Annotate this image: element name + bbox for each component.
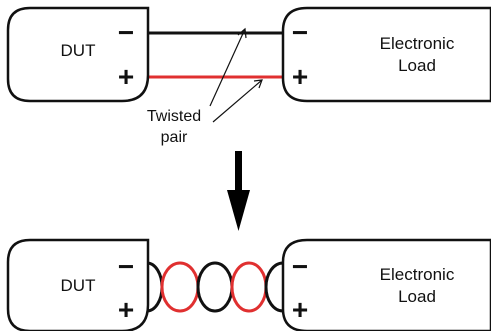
coil-loop-positive-2 [230,261,268,313]
bottom-load-plus-sign: + [292,294,308,325]
callout-label-line2: pair [161,129,188,146]
transition-arrow-head [227,190,250,231]
bottom-dut-minus-sign: − [118,251,134,282]
transition-arrow [227,151,250,231]
coil-loop-negative-2 [196,261,234,313]
bottom-load-minus-sign: − [292,251,308,282]
coil-loop-positive-1 [160,261,200,313]
bottom-diagram: DUT − + Electronic Load − + [6,238,491,331]
top-load-box [281,6,491,103]
callout-pointer-negative [209,28,246,107]
top-load-minus-sign: − [292,17,308,48]
callout-pointer-arrowhead-positive [253,79,263,89]
top-dut-box [6,6,150,103]
bottom-dut-box [6,238,150,331]
top-load-label-line2: Load [398,56,436,75]
top-diagram: DUT − + Electronic Load − + Twisted pair [6,6,491,146]
bottom-load-label-line1: Electronic [380,265,455,284]
top-dut-minus-sign: − [118,17,134,48]
callout-pointer-positive [212,79,263,123]
top-dut-plus-sign: + [118,61,134,92]
callout-pointer-arrowhead-negative [237,27,247,39]
top-load-plus-sign: + [292,61,308,92]
top-dut-label: DUT [61,41,96,60]
callout-label-line1: Twisted [147,108,201,125]
bottom-load-label-line2: Load [398,287,436,306]
bottom-dut-label: DUT [61,276,96,295]
bottom-load-box [281,238,491,331]
twisted-pair-coils [130,261,302,313]
top-load-label-line1: Electronic [380,34,455,53]
transition-arrow-shaft [235,151,242,193]
bottom-dut-plus-sign: + [118,294,134,325]
